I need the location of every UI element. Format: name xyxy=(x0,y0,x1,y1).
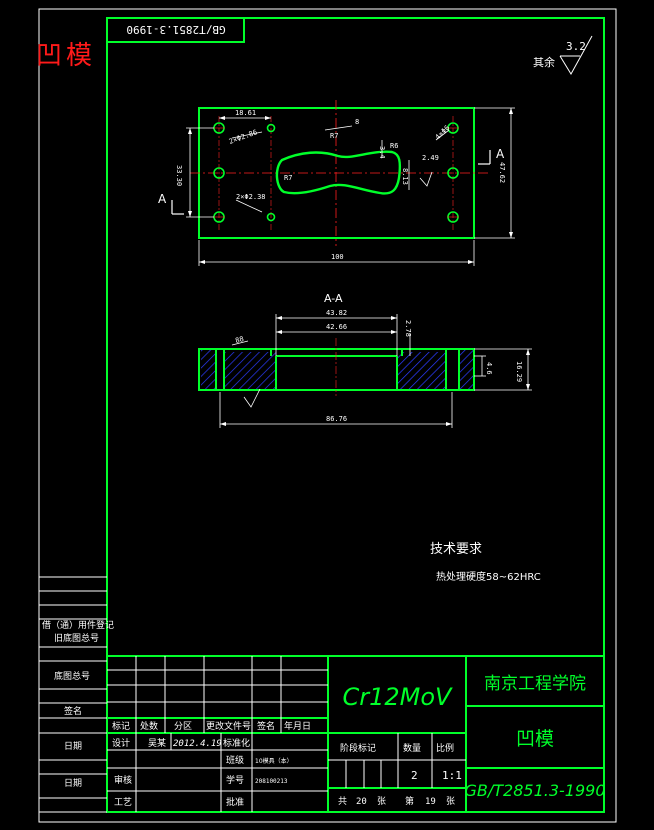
stamp-text: GB/T2851.3-1990 xyxy=(126,23,225,36)
part-name-text: 凹模 xyxy=(516,728,554,750)
section-outline xyxy=(198,348,475,391)
dim-8: 8 xyxy=(355,118,359,126)
total-value: 20 xyxy=(356,797,367,807)
review-label: 审核 xyxy=(114,774,132,786)
roughness-value: 3.2 xyxy=(566,40,586,53)
hdr-sign: 签名 xyxy=(257,720,275,732)
hatch-left-b xyxy=(224,352,276,390)
dim-2-78: 2.78 xyxy=(404,320,412,337)
hdr-count: 处数 xyxy=(140,720,158,732)
tech-req-heading: 技术要求 xyxy=(430,542,482,557)
strip-row3: 底图总号 xyxy=(54,670,90,682)
dim-8-13: 8.13 xyxy=(401,168,409,185)
section-mark-left: A xyxy=(158,192,167,206)
tech-requirements: 技术要求 热处理硬度58~62HRC xyxy=(430,542,541,583)
roughness-symbol: 其余 3.2 xyxy=(533,35,593,75)
red-drawing-title: 凹模 xyxy=(36,41,96,71)
strip-row1: 借（通）用件登记 xyxy=(42,619,114,631)
dim-18-61: 18.61 xyxy=(235,109,256,117)
tech-req-line1: 热处理硬度58~62HRC xyxy=(436,570,541,583)
std-label: 标准化 xyxy=(223,737,250,749)
pin-b xyxy=(266,212,276,222)
dim-88: 88 xyxy=(234,335,244,345)
section-mark-right: A xyxy=(496,147,505,161)
class-label: 班级 xyxy=(226,754,244,766)
stage-label: 阶段标记 xyxy=(340,742,376,754)
standard-text: GB/T2851.3-1990 xyxy=(464,781,605,800)
approve-label: 批准 xyxy=(226,796,244,808)
sheet-border xyxy=(38,8,617,823)
scale-label: 比例 xyxy=(436,742,454,754)
dim-86-76: 86.76 xyxy=(326,415,347,423)
total-label: 共 xyxy=(338,796,347,807)
stamp-box: GB/T2851.3-1990 xyxy=(106,17,245,43)
cavity-profile xyxy=(275,150,402,195)
strip-row6: 日期 xyxy=(64,778,82,789)
dim-r7b: R7 xyxy=(284,174,292,182)
hdr-mark: 标记 xyxy=(112,720,130,732)
roughness-note: 其余 xyxy=(533,55,555,69)
strip-row5: 日期 xyxy=(64,741,82,752)
dim-47-62: 47.62 xyxy=(498,162,506,183)
dim-33-30: 33.30 xyxy=(175,165,183,186)
dim-2-49: 2.49 xyxy=(422,154,439,162)
design-date: 2012.4.19 xyxy=(173,739,222,749)
dim-2x-phi2-38: 2×Φ2.38 xyxy=(236,193,266,201)
dim-r7: R7 xyxy=(330,132,338,140)
dim-16-29: 16.29 xyxy=(515,361,523,382)
hatch-right-b xyxy=(459,349,473,390)
left-strip xyxy=(39,576,107,813)
designer-name: 吴某 xyxy=(148,738,166,749)
id-label: 学号 xyxy=(226,774,244,786)
dim-100: 100 xyxy=(331,253,344,261)
dim-2x-phi2-86: 2×Φ2.86 xyxy=(228,128,258,146)
plan-view: A A 18.61 2×Φ2.86 8 R7 3.4 R6 4×Φ6 2.49 … xyxy=(158,100,515,266)
class-value: 10模具（本） xyxy=(255,757,293,765)
scale-value: 1:1 xyxy=(442,769,462,782)
craft-label: 工艺 xyxy=(114,797,132,808)
qty-value: 2 xyxy=(411,769,418,782)
hdr-zone: 分区 xyxy=(174,721,192,732)
dim-4-6: 4.6 xyxy=(485,362,493,375)
qty-label: 数量 xyxy=(403,742,421,754)
hatch-left-a xyxy=(201,349,216,390)
hole-mr xyxy=(447,167,459,179)
dim-r6: R6 xyxy=(390,142,398,150)
sheet-no-label: 第 xyxy=(405,795,414,807)
section-title: A-A xyxy=(324,292,343,305)
hdr-date: 年月日 xyxy=(284,720,311,732)
hole-ml xyxy=(213,167,225,179)
section-view: A-A xyxy=(198,292,532,428)
strip-row4: 签名 xyxy=(64,705,82,717)
sheets-label: 张 xyxy=(377,796,386,807)
school-text: 南京工程学院 xyxy=(484,674,586,694)
dim-43-82: 43.82 xyxy=(326,309,347,317)
sheet-label: 张 xyxy=(446,796,455,807)
dim-3-4: 3.4 xyxy=(378,146,386,159)
title-block: Cr12MoV 南京工程学院 凹模 GB/T2851.3-1990 标记 处数 … xyxy=(107,655,606,812)
strip-row2: 旧底图总号 xyxy=(54,632,99,644)
dim-42-66: 42.66 xyxy=(326,323,347,331)
hatch-right-a xyxy=(397,352,446,390)
id-value: 208100213 xyxy=(255,778,288,785)
pin-t xyxy=(266,123,276,133)
material-text: Cr12MoV xyxy=(343,683,454,711)
design-label: 设计 xyxy=(112,737,130,749)
hdr-docno: 更改文件号 xyxy=(206,720,251,732)
sheet-no-value: 19 xyxy=(425,797,436,807)
